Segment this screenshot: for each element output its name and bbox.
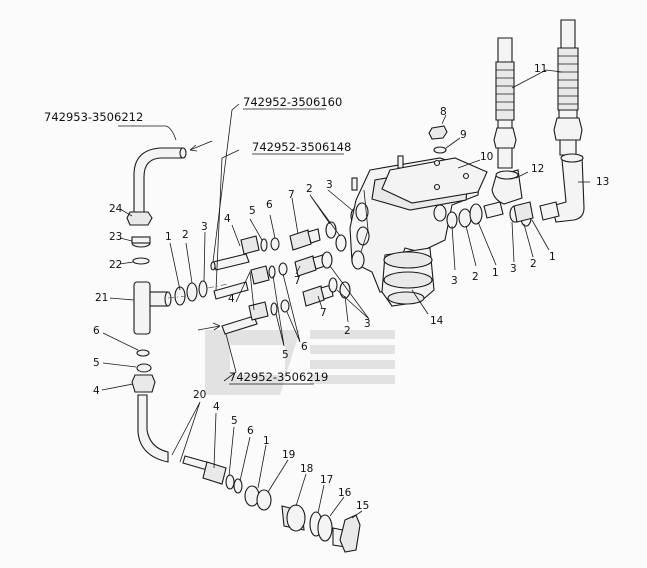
callout: 1 xyxy=(263,435,270,447)
washer-6 xyxy=(136,349,150,357)
callout: 18 xyxy=(300,463,313,475)
callout: 20 xyxy=(193,389,206,401)
assembly-code-4: 742952-3506219 xyxy=(229,370,328,384)
callout: 13 xyxy=(596,176,609,188)
tee-fitting-21 xyxy=(133,281,172,335)
callout: 7 xyxy=(288,189,295,201)
ring-3-right xyxy=(446,211,458,229)
elbow-13 xyxy=(539,153,585,223)
callout: 4 xyxy=(213,401,220,413)
callout: 1 xyxy=(165,231,172,243)
callout: 2 xyxy=(182,229,189,241)
callout: 12 xyxy=(531,163,544,175)
callout: 17 xyxy=(320,474,333,486)
callout: 9 xyxy=(460,129,467,141)
callout: 3 xyxy=(451,275,458,287)
nut-24 xyxy=(126,211,153,226)
callout: 6 xyxy=(93,325,100,337)
callout: 14 xyxy=(430,315,444,327)
bent-pipe-20 xyxy=(137,394,169,463)
callout: 5 xyxy=(282,349,289,361)
ring-1-right xyxy=(469,203,483,225)
nut-8 xyxy=(428,125,448,140)
callout: 3 xyxy=(510,263,517,275)
ring-2 xyxy=(186,282,198,302)
leader-lines xyxy=(101,69,590,519)
nut-4 xyxy=(131,374,156,393)
tube-assembly-middle xyxy=(197,235,290,335)
callout: 7 xyxy=(320,307,327,319)
callout: 5 xyxy=(231,415,238,427)
sleeve-23-body xyxy=(131,236,151,244)
callout: 2 xyxy=(472,271,479,283)
callout: 4 xyxy=(228,293,235,305)
callout: 15 xyxy=(356,500,369,512)
callout-labels: 24 23 22 21 6 5 4 1 2 3 4 5 6 4 7 7 7 5 … xyxy=(93,63,609,512)
watermark-logo xyxy=(205,330,395,395)
washer-9 xyxy=(433,146,447,154)
callout: 4 xyxy=(93,385,100,397)
callout: 6 xyxy=(266,199,273,211)
callout: 21 xyxy=(95,292,108,304)
hoses-11 xyxy=(493,19,583,169)
washer-22 xyxy=(132,257,150,265)
callout: 6 xyxy=(301,341,308,353)
callout: 6 xyxy=(247,425,254,437)
ring-3 xyxy=(198,280,208,298)
callout: 5 xyxy=(93,357,100,369)
callout: 2 xyxy=(530,258,537,270)
callout: 4 xyxy=(224,213,231,225)
callout: 11 xyxy=(534,63,547,75)
unions-7 xyxy=(289,228,334,307)
callout: 19 xyxy=(282,449,295,461)
callout: 5 xyxy=(249,205,256,217)
assembly-code-3: 742952-3506148 xyxy=(252,140,351,154)
callout: 1 xyxy=(549,251,556,263)
callout: 16 xyxy=(338,487,352,499)
assembly-code-2: 742952-3506160 xyxy=(243,95,342,109)
callout: 23 xyxy=(109,231,122,243)
union-far xyxy=(513,201,534,223)
callout: 1 xyxy=(492,267,499,279)
assembly-code-1: 742953-3506212 xyxy=(44,110,143,124)
callout: 24 xyxy=(109,203,123,215)
callout: 2 xyxy=(344,325,351,337)
elbow-12 xyxy=(483,169,523,219)
callout: 3 xyxy=(326,179,333,191)
axis-line xyxy=(167,283,229,299)
callout: 7 xyxy=(294,275,301,287)
callout: 3 xyxy=(364,318,371,330)
callout: 22 xyxy=(109,259,122,271)
bottom-chain xyxy=(182,455,361,553)
ring-5 xyxy=(136,363,152,373)
ring-2-right xyxy=(458,208,472,228)
callout: 8 xyxy=(440,106,447,118)
callout: 3 xyxy=(201,221,208,233)
callout: 10 xyxy=(480,151,493,163)
callout: 2 xyxy=(306,183,313,195)
mounting-plate-10 xyxy=(381,157,488,204)
bent-pipe-top xyxy=(133,140,213,213)
